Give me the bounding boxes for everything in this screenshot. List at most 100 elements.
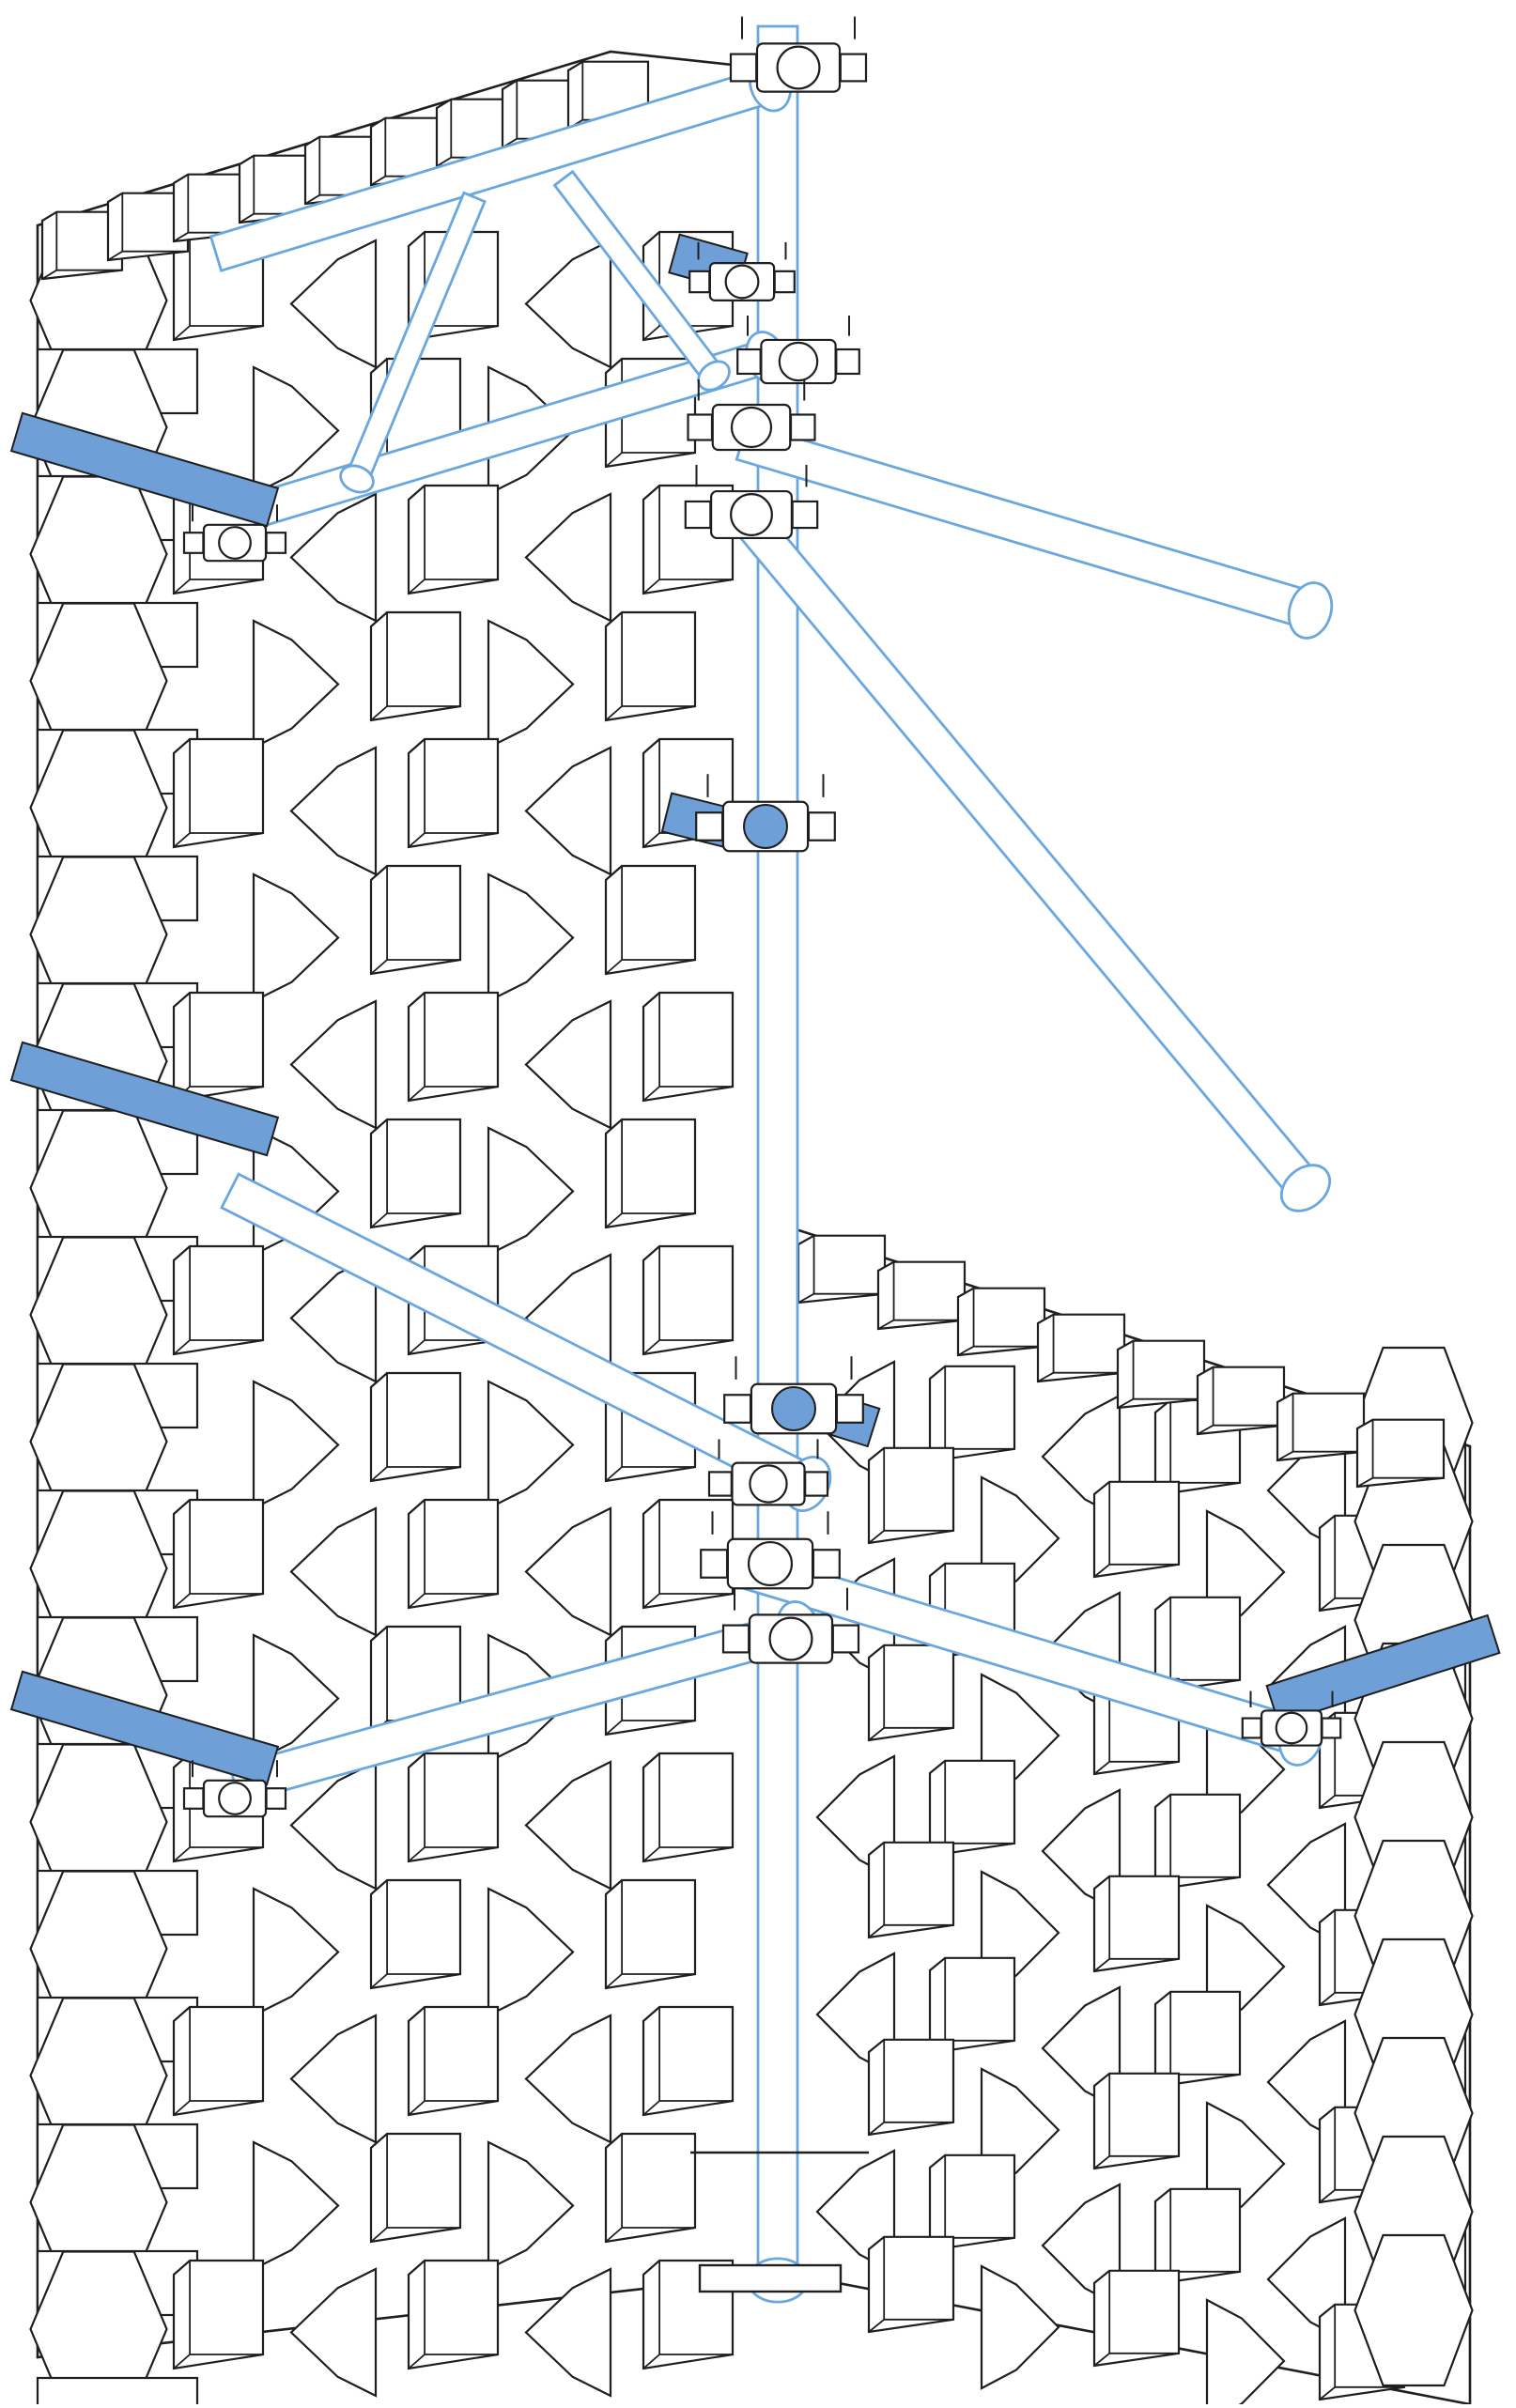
wall-block-chevron bbox=[524, 999, 612, 1130]
wall-block bbox=[407, 991, 500, 1103]
wall-block bbox=[642, 1752, 735, 1863]
wall-anchor-tube-upper bbox=[9, 411, 280, 528]
wall-block bbox=[407, 1498, 500, 1610]
wall-block bbox=[172, 1498, 265, 1610]
right-wall-block bbox=[1092, 1875, 1181, 1973]
wall-block-chevron bbox=[524, 2267, 612, 2398]
wall-block bbox=[604, 2132, 697, 2244]
right-top-block bbox=[1116, 1339, 1206, 1410]
top-wall-block bbox=[40, 210, 124, 281]
top-coupler bbox=[729, 16, 868, 93]
right-wall-block bbox=[867, 2235, 955, 2334]
wall-block-chevron bbox=[524, 746, 612, 876]
wall-block bbox=[369, 1878, 462, 1990]
scaffold-coupler bbox=[723, 1356, 864, 1435]
right-top-block bbox=[1036, 1313, 1126, 1383]
right-wall-block bbox=[867, 2038, 955, 2137]
wall-block-chevron bbox=[289, 492, 378, 623]
right-top-block bbox=[1355, 1418, 1446, 1489]
wall-block bbox=[407, 1752, 500, 1863]
right-top-block bbox=[797, 1234, 887, 1304]
wall-block-chevron bbox=[252, 1380, 340, 1510]
scaffold-coupler bbox=[688, 241, 796, 301]
wall-block bbox=[172, 737, 265, 849]
wall-block bbox=[172, 2005, 265, 2117]
wall-block bbox=[642, 1244, 735, 1356]
right-wall-block bbox=[867, 1446, 955, 1545]
right-wall-end-hex bbox=[1354, 2233, 1474, 2387]
wall-anchor-tube-lower bbox=[9, 1670, 280, 1786]
right-masonry-wall bbox=[782, 1224, 1474, 2408]
wall-block-chevron bbox=[487, 619, 575, 749]
scaffold-coupler bbox=[700, 1511, 841, 1590]
wall-brick bbox=[36, 2376, 199, 2408]
scaffold-coupler bbox=[736, 316, 860, 385]
right-top-block bbox=[1276, 1392, 1366, 1462]
right-top-block bbox=[1196, 1366, 1286, 1436]
wall-block bbox=[407, 2005, 500, 2117]
wall-block-chevron bbox=[289, 2014, 378, 2144]
wall-block-chevron bbox=[524, 2014, 612, 2144]
scaffold-coupler bbox=[707, 1439, 829, 1506]
right-top-block bbox=[956, 1287, 1046, 1357]
wall-block-chevron bbox=[289, 746, 378, 876]
wall-block bbox=[369, 2132, 462, 2244]
wall-block bbox=[604, 1878, 697, 1990]
scaffold-coupler bbox=[182, 1760, 287, 1818]
wall-block bbox=[642, 991, 735, 1103]
wall-block-chevron bbox=[289, 1760, 378, 1891]
wall-block-chevron bbox=[524, 239, 612, 369]
right-wall-block bbox=[1092, 2072, 1181, 2170]
right-wall-block-chevron bbox=[980, 2264, 1060, 2390]
wall-block-chevron bbox=[252, 872, 340, 1003]
wall-block-chevron bbox=[289, 999, 378, 1130]
wall-block-chevron bbox=[252, 365, 340, 496]
wall-block bbox=[369, 1371, 462, 1483]
right-wall-block bbox=[867, 1841, 955, 1939]
scaffold-coupler bbox=[721, 1587, 860, 1664]
wall-block bbox=[369, 610, 462, 722]
right-diagonal-brace-tube bbox=[552, 169, 731, 392]
wall-block bbox=[407, 484, 500, 595]
wall-block bbox=[604, 1118, 697, 1229]
scaffold-coupler bbox=[687, 379, 816, 452]
wall-block-chevron bbox=[524, 492, 612, 623]
wall-block-chevron bbox=[487, 1380, 575, 1510]
wall-block bbox=[369, 1625, 462, 1737]
right-top-block bbox=[876, 1260, 967, 1331]
right-wall-block-chevron bbox=[1205, 2298, 1286, 2408]
wall-block-chevron bbox=[487, 872, 575, 1003]
wall-block bbox=[369, 1118, 462, 1229]
left-masonry-wall bbox=[29, 50, 786, 2408]
scaffold-coupler bbox=[684, 464, 819, 540]
wall-block-chevron bbox=[252, 2140, 340, 2271]
wall-block bbox=[604, 610, 697, 722]
wall-block-chevron bbox=[524, 1506, 612, 1637]
wall-block-chevron bbox=[252, 619, 340, 749]
scaffold-tubes bbox=[9, 24, 1501, 2304]
wall-block-chevron bbox=[487, 1887, 575, 2017]
right-wall-block bbox=[1092, 1480, 1181, 1579]
right-wall-block bbox=[867, 1644, 955, 1742]
wall-block bbox=[642, 1498, 735, 1610]
wall-block-chevron bbox=[252, 1887, 340, 2017]
wall-block bbox=[172, 1244, 265, 1356]
wall-block bbox=[172, 2259, 265, 2370]
scaffold-coupler bbox=[182, 504, 287, 563]
wall-block-chevron bbox=[289, 1506, 378, 1637]
wall-block-chevron bbox=[289, 239, 378, 369]
wall-block bbox=[369, 864, 462, 976]
wall-block bbox=[604, 864, 697, 976]
left-diagonal-brace-tube bbox=[339, 191, 487, 494]
wall-anchor-tube-right bbox=[1265, 1613, 1501, 1725]
base-plate bbox=[690, 2151, 869, 2293]
wall-anchor-tube-middle bbox=[9, 1041, 280, 1157]
base-plate-shape bbox=[698, 2263, 843, 2293]
right-wall-block bbox=[1092, 2269, 1181, 2368]
wall-block bbox=[172, 991, 265, 1103]
wall-block-chevron bbox=[524, 1760, 612, 1891]
scaffold-couplers bbox=[182, 16, 1342, 1818]
wall-block bbox=[407, 737, 500, 849]
wall-block bbox=[642, 2005, 735, 2117]
